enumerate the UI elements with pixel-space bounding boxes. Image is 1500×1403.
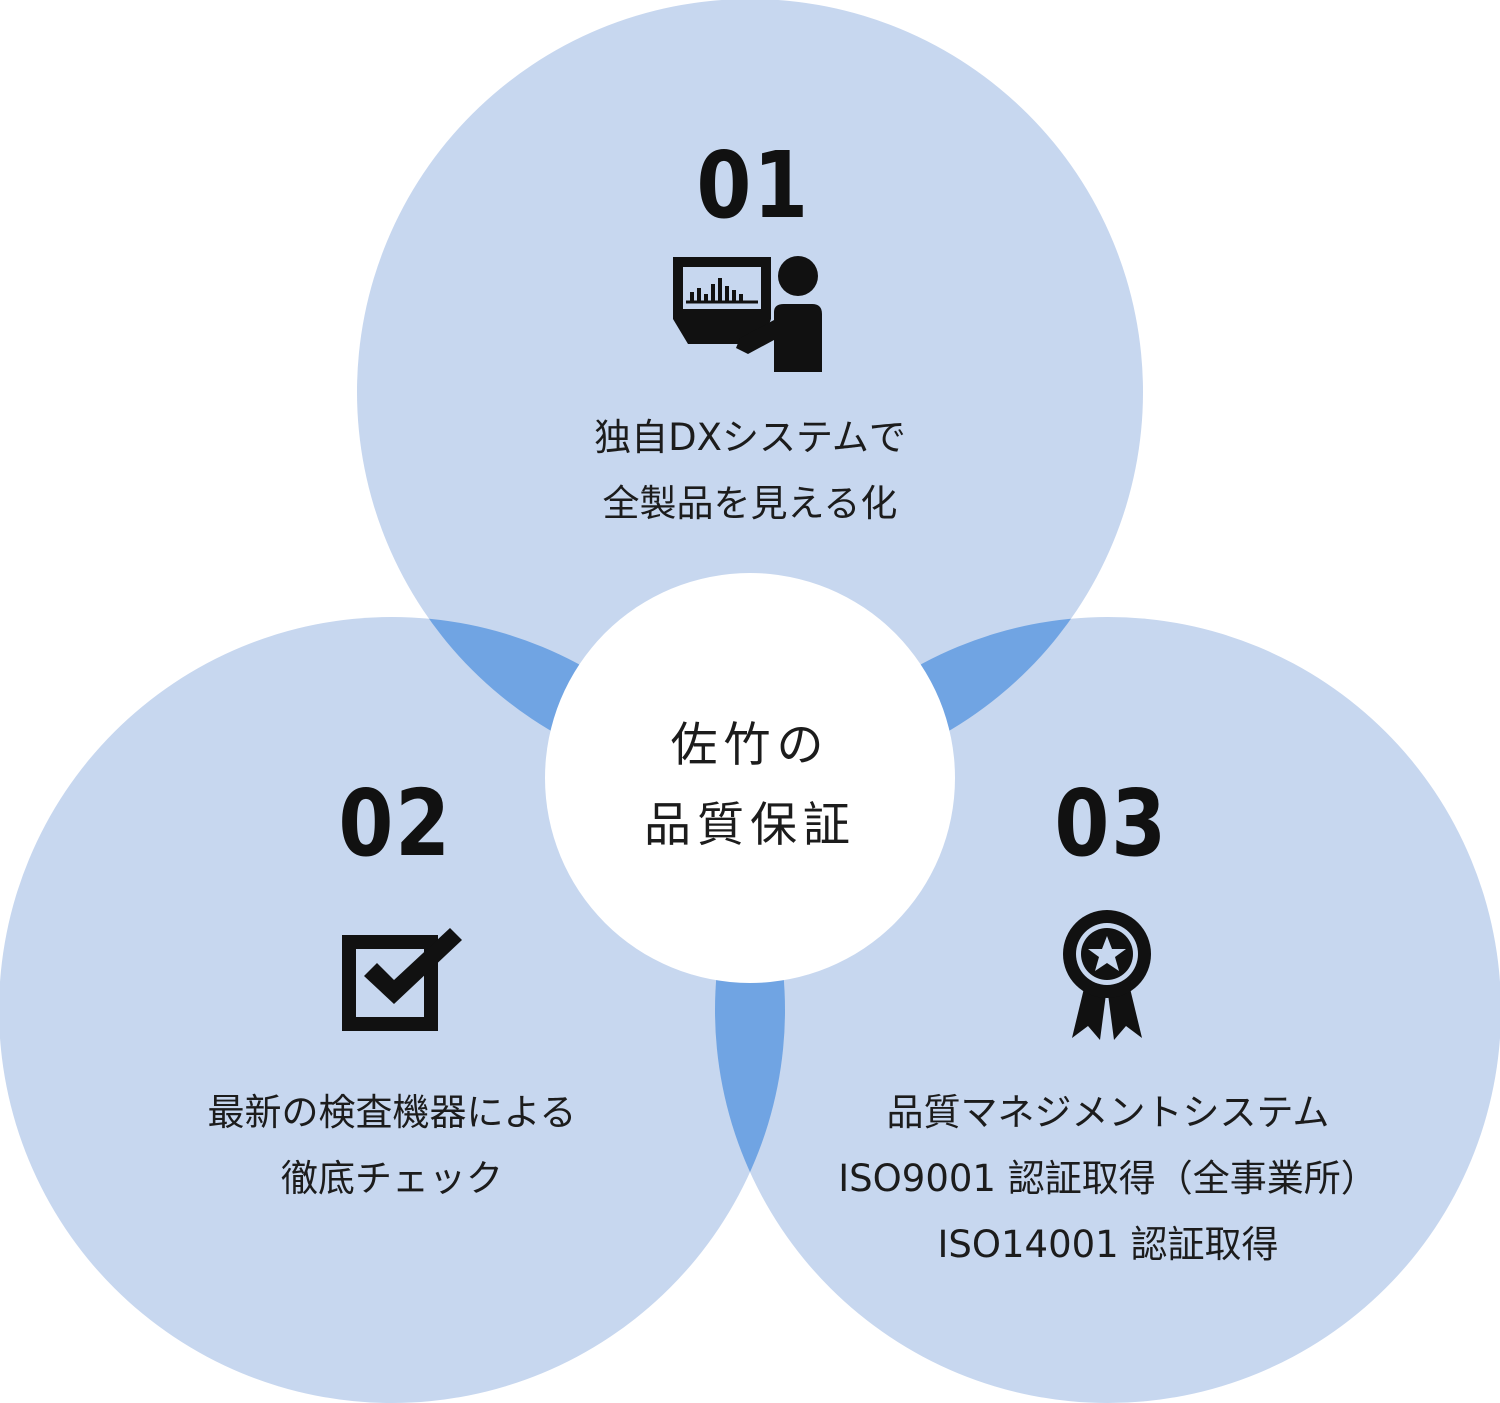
- presentation-chart-icon: [673, 256, 822, 372]
- section-03-line-3: ISO14001 認証取得: [937, 1223, 1279, 1266]
- section-01-line-2: 全製品を見える化: [602, 482, 898, 525]
- section-02-line-2: 徹底チェック: [281, 1157, 503, 1200]
- center-title-line-1: 佐竹の: [670, 718, 830, 773]
- center-title-line-2: 品質保証: [644, 798, 856, 853]
- checkbox-icon: [342, 928, 462, 1031]
- center-circle: [545, 573, 955, 983]
- section-03-label: 品質マネジメントシステム ISO9001 認証取得（全事業所） ISO14001…: [758, 1080, 1458, 1278]
- circle-01: [357, 0, 1143, 785]
- section-02-number: 02: [338, 770, 452, 877]
- award-ribbon-icon: [1063, 910, 1151, 1040]
- section-03-number: 03: [1054, 770, 1168, 877]
- section-03-line-2: ISO9001 認証取得（全事業所）: [838, 1157, 1378, 1200]
- section-02-label: 最新の検査機器による 徹底チェック: [92, 1080, 692, 1212]
- section-01-number: 01: [696, 132, 810, 239]
- section-03-line-1: 品質マネジメントシステム: [886, 1091, 1330, 1134]
- section-02-line-1: 最新の検査機器による: [207, 1091, 577, 1134]
- section-01-line-1: 独自DXシステムで: [594, 416, 906, 459]
- center-title: 佐竹の 品質保証: [550, 706, 950, 866]
- section-01-label: 独自DXシステムで 全製品を見える化: [450, 405, 1050, 537]
